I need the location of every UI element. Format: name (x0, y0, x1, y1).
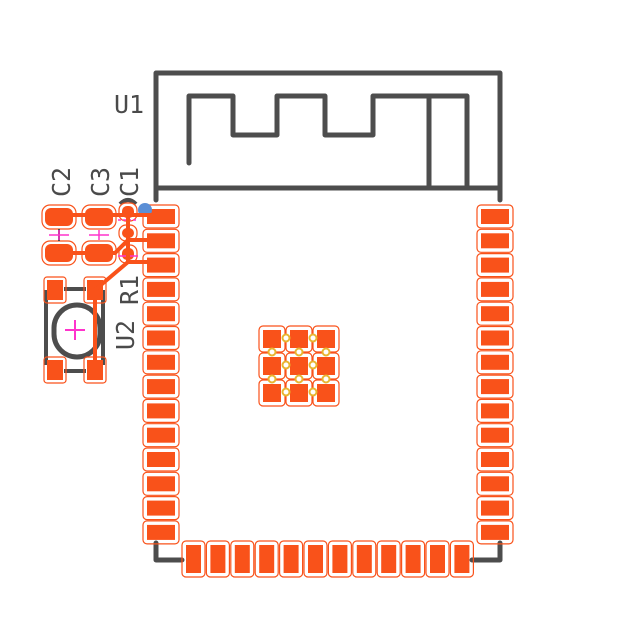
u1-thermal-pad[interactable] (263, 330, 281, 348)
u1-right-pad[interactable] (481, 306, 509, 322)
thermal-via (281, 360, 291, 370)
u1-thermal-pad[interactable] (290, 384, 308, 402)
u1-thermal-pad[interactable] (263, 357, 281, 375)
u1-thermal-pad[interactable] (317, 330, 335, 348)
u1-bottom-pad[interactable] (210, 545, 226, 573)
u1-thermal-pad[interactable] (317, 384, 335, 402)
thermal-via (281, 387, 291, 397)
u1-thermal-pad[interactable] (290, 330, 308, 348)
thermal-via (294, 374, 304, 384)
u1-bottom-pad[interactable] (332, 545, 348, 573)
u1-thermal-pad[interactable] (263, 384, 281, 402)
u1-bottom-pad[interactable] (430, 545, 445, 573)
u1-left-pad[interactable] (147, 306, 175, 322)
u1-bottom-pad[interactable] (405, 545, 421, 573)
u1-left-pad[interactable] (147, 452, 175, 467)
label-c3: C3 (86, 167, 115, 197)
u1-left-pads (142, 204, 180, 545)
u1-bottom-pad[interactable] (356, 545, 372, 573)
u1-bottom-pad[interactable] (283, 545, 299, 573)
u1-right-pad[interactable] (481, 281, 509, 297)
label-r1: R1 (115, 275, 144, 305)
c1-silkscreen (118, 198, 138, 206)
label-u2: U2 (111, 320, 140, 350)
thermal-via (294, 347, 304, 357)
label-c2: C2 (47, 167, 76, 197)
u1-left-pad[interactable] (147, 379, 175, 395)
u1-left-pad[interactable] (147, 281, 175, 297)
u1-left-pad[interactable] (147, 257, 175, 273)
thermal-via (308, 333, 318, 343)
u1-bottom-pad[interactable] (259, 545, 275, 573)
u1-thermal-pad[interactable] (290, 357, 308, 375)
u1-right-pads (476, 204, 514, 545)
u1-right-pad[interactable] (481, 330, 509, 346)
u1-right-pad[interactable] (481, 354, 509, 370)
u1-right-pad[interactable] (481, 500, 509, 516)
u1-right-pad[interactable] (481, 476, 509, 492)
u1-left-pad[interactable] (147, 330, 175, 346)
thermal-via (321, 347, 331, 357)
u1-right-pad[interactable] (481, 379, 509, 395)
u1-right-pad[interactable] (481, 257, 509, 273)
thermal-via (267, 347, 277, 357)
thermal-via (308, 387, 318, 397)
label-c1: C1 (115, 167, 144, 197)
thermal-via (308, 360, 318, 370)
u1-bottom-pad[interactable] (234, 545, 250, 573)
thermal-via (321, 374, 331, 384)
u1-right-pad[interactable] (481, 524, 509, 540)
u1-right-pad[interactable] (481, 452, 509, 467)
u1-right-pad[interactable] (481, 233, 509, 249)
u1-bottom-pad[interactable] (308, 545, 323, 573)
u1-thermal-pad-grid (258, 325, 340, 407)
u1-left-pad[interactable] (147, 427, 175, 443)
u1-bottom-pads (181, 540, 474, 578)
u1-bottom-pad[interactable] (454, 545, 470, 573)
u1-bottom-pad[interactable] (381, 545, 397, 573)
u1-left-pad[interactable] (147, 524, 175, 540)
u1-right-pad[interactable] (481, 403, 509, 419)
copper-traces (57, 210, 162, 370)
u1-thermal-pad[interactable] (317, 357, 335, 375)
u1-left-pad[interactable] (147, 354, 175, 370)
u1-right-pad[interactable] (481, 209, 509, 224)
thermal-via (267, 374, 277, 384)
thermal-via (281, 333, 291, 343)
u1-bottom-pad[interactable] (186, 545, 201, 573)
u1-right-pad[interactable] (481, 427, 509, 443)
u1-left-pad[interactable] (147, 500, 175, 516)
label-u1: U1 (114, 90, 144, 119)
u1-left-pad[interactable] (147, 403, 175, 419)
u1-left-pad[interactable] (147, 476, 175, 492)
u1-silkscreen (153, 70, 503, 563)
